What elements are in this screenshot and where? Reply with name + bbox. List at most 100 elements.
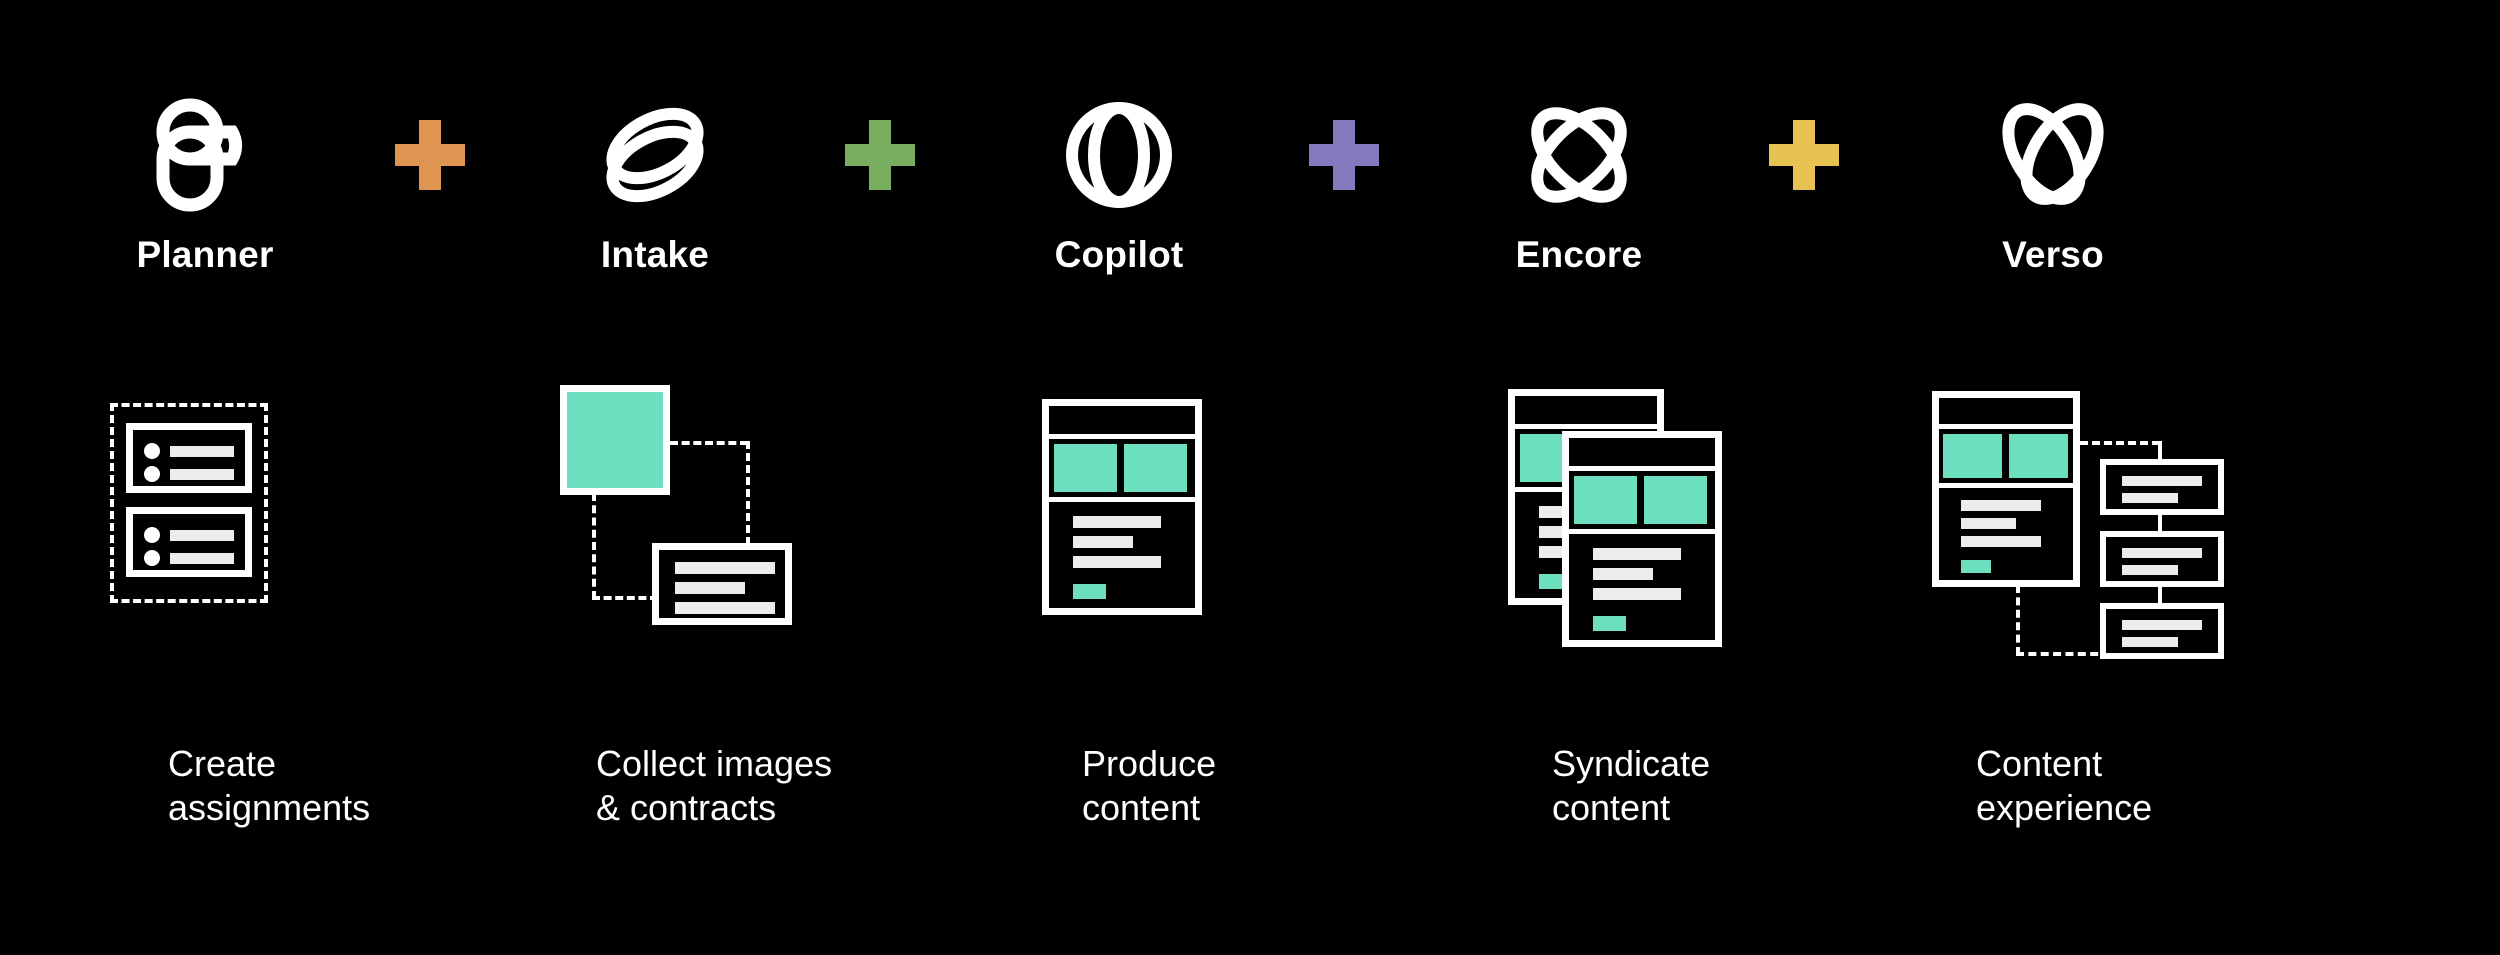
text-bar — [1593, 588, 1681, 600]
product-name: Copilot — [1054, 234, 1184, 275]
step-caption: Create assignments — [168, 743, 371, 828]
text-bar — [2122, 493, 2178, 503]
text-bar — [2122, 637, 2178, 647]
connector-dashed — [2080, 441, 2160, 445]
selection-outline — [110, 403, 268, 603]
text-bar — [1961, 536, 2041, 547]
text-bar — [1073, 536, 1133, 548]
step-caption: Content experience — [1976, 743, 2153, 828]
image-block — [2009, 434, 2068, 478]
product-name: Intake — [600, 234, 710, 275]
stacked-pages-illustration — [1500, 385, 1880, 715]
page-divider — [1939, 483, 2073, 488]
assignment-card — [126, 507, 252, 577]
linked-card — [2100, 459, 2224, 515]
linked-card — [2100, 603, 2224, 659]
connector-dashed — [592, 596, 658, 600]
bullet-dot — [144, 443, 160, 459]
product-planner[interactable]: Planner — [40, 96, 370, 273]
image-block — [1054, 444, 1117, 492]
product-name: Encore — [1515, 234, 1643, 275]
cta-button[interactable] — [1073, 584, 1106, 599]
product-encore[interactable]: Encore — [1414, 96, 1744, 273]
connector-dashed — [2016, 585, 2020, 655]
cta-button[interactable] — [1593, 616, 1626, 631]
page-mockup — [1932, 391, 2080, 587]
linked-card — [2100, 531, 2224, 587]
text-bar — [1073, 556, 1161, 568]
cta-button[interactable] — [1961, 560, 1991, 573]
text-bar — [2122, 476, 2202, 486]
separator-3 — [1284, 96, 1404, 214]
page-divider — [1939, 424, 2073, 429]
text-bar — [1961, 500, 2041, 511]
content-experience-tree-illustration — [1920, 385, 2300, 715]
intake-logo-icon — [597, 96, 713, 214]
bullet-dot — [144, 550, 160, 566]
plus-icon — [1309, 120, 1379, 190]
page-mockup — [1042, 399, 1202, 615]
page-divider — [1569, 466, 1715, 471]
step-caption: Collect images & contracts — [596, 743, 833, 828]
connector-dashed — [592, 493, 596, 599]
image-contract-link-illustration — [540, 385, 870, 715]
image-fill — [567, 392, 663, 488]
text-bar — [170, 553, 234, 564]
step-caption: Syndicate content — [1552, 743, 1711, 828]
plus-icon — [845, 120, 915, 190]
assignment-card — [126, 423, 252, 493]
image-block — [1124, 444, 1187, 492]
content-page-illustration — [1030, 385, 1360, 715]
product-copilot[interactable]: Copilot — [954, 96, 1284, 273]
step-caption: Produce content — [1082, 743, 1217, 828]
caption-row: Create assignments Collect images & cont… — [0, 742, 2500, 872]
illustration-row — [0, 385, 2500, 715]
text-bar — [675, 562, 775, 574]
product-row: Planner Intake — [0, 96, 2500, 326]
connector-dashed — [2016, 652, 2160, 656]
text-bar — [1593, 548, 1681, 560]
image-block — [1943, 434, 2002, 478]
encore-logo-icon — [1519, 96, 1639, 214]
text-bar — [2122, 565, 2178, 575]
page-divider — [1049, 497, 1195, 502]
product-name: Planner — [136, 234, 274, 275]
connector-dashed — [746, 441, 750, 545]
plus-icon — [395, 120, 465, 190]
page-divider — [1569, 529, 1715, 534]
text-bar — [2122, 548, 2202, 558]
text-bar — [170, 446, 234, 457]
image-block — [1644, 476, 1707, 524]
page-mockup-front — [1562, 431, 1722, 647]
text-bar — [675, 602, 775, 614]
copilot-logo-icon — [1061, 96, 1177, 214]
text-bar — [1593, 568, 1653, 580]
separator-2 — [820, 96, 940, 214]
connector-solid — [2158, 513, 2162, 533]
text-bar — [2122, 620, 2202, 630]
text-bar — [1073, 516, 1161, 528]
connector-dashed — [670, 441, 748, 445]
text-bar — [170, 469, 234, 480]
planner-logo-icon — [150, 96, 260, 214]
assignments-list-illustration — [110, 385, 440, 715]
product-intake[interactable]: Intake — [490, 96, 820, 273]
separator-1 — [370, 96, 490, 214]
connector-solid — [2158, 585, 2162, 605]
text-bar — [1961, 518, 2016, 529]
page-divider — [1049, 434, 1195, 439]
contract-card — [652, 543, 792, 625]
image-block — [1574, 476, 1637, 524]
verso-logo-icon — [1988, 96, 2118, 214]
plus-icon — [1769, 120, 1839, 190]
connector-solid — [2158, 441, 2162, 461]
product-verso[interactable]: Verso — [1888, 96, 2218, 273]
text-bar — [170, 530, 234, 541]
page-divider — [1515, 424, 1657, 429]
product-name: Verso — [2002, 234, 2104, 275]
text-bar — [675, 582, 745, 594]
bullet-dot — [144, 466, 160, 482]
bullet-dot — [144, 527, 160, 543]
image-tile — [560, 385, 670, 495]
